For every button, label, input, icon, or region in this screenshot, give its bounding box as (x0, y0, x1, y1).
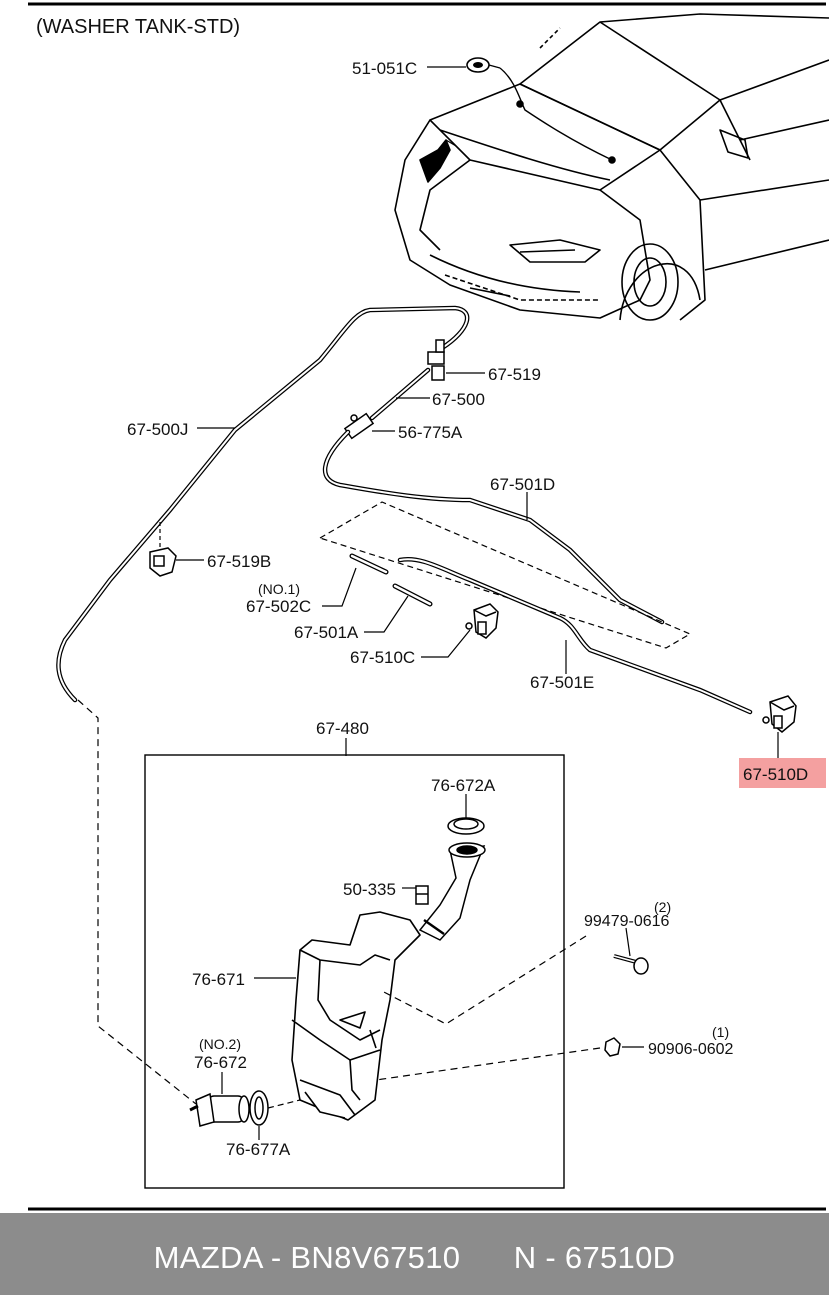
grommet-51-051c-icon (466, 57, 501, 73)
part-label-67-519b: 67-519B (207, 552, 271, 571)
nozzle-assembly-outline (318, 501, 692, 649)
clip-67-519b-icon (149, 547, 177, 577)
tank-assembly-box (144, 754, 565, 1189)
part-label-51-051c: 51-051C (352, 59, 417, 78)
hose-67-500 (369, 367, 431, 421)
hose-67-501d (322, 429, 665, 625)
part-label-76-671: 76-671 (192, 970, 245, 989)
part-label-76-672a: 76-672A (431, 776, 496, 795)
part-label-50-335: 50-335 (343, 880, 396, 899)
grommet-76-677a-icon (249, 1090, 269, 1126)
tank-76-671-icon (291, 911, 421, 1121)
leader-67-502c (322, 567, 357, 607)
part-label-76-677a: 76-677A (226, 1140, 291, 1159)
mount-route-99479 (379, 935, 587, 1025)
hose-67-500j (56, 305, 470, 703)
nozzle-67-510d-icon (762, 695, 797, 733)
part-label-76-672-note: (NO.2) (199, 1036, 241, 1052)
check-valve-56-775a-icon (343, 412, 375, 440)
footer-bar (0, 1213, 829, 1295)
footer-catalog-ref: N - 67510D (513, 1240, 676, 1275)
footer-caption: MAZDA - BN8V67510 N - 67510D (0, 1240, 829, 1276)
footer-brand-part: MAZDA - BN8V67510 (153, 1240, 461, 1275)
part-label-90906-0602: 90906-0602 (648, 1041, 734, 1058)
hose-67-501a (392, 583, 433, 607)
highlight-67-510d (739, 758, 826, 788)
nut-90906-0602-icon (604, 1037, 621, 1057)
cap-76-672a-icon (447, 817, 485, 835)
hose-67-500j-inner (57, 306, 469, 701)
mount-route-90906 (375, 1047, 601, 1081)
part-label-67-500: 67-500 (432, 390, 485, 409)
hose-67-502c (349, 553, 389, 575)
part-label-67-501d: 67-501D (490, 475, 555, 494)
car-illustration (394, 13, 829, 321)
leader-67-510c (421, 629, 471, 658)
part-label-76-672: 76-672 (194, 1053, 247, 1072)
part-label-67-502c-note: (NO.1) (258, 581, 300, 597)
leader-67-501a (364, 595, 409, 633)
nozzle-67-510c-icon (465, 603, 499, 639)
pump-route (267, 1099, 301, 1109)
pump-76-672-icon (189, 1092, 250, 1127)
part-label-67-510c: 67-510C (350, 648, 415, 667)
leader-99479-0616 (625, 927, 631, 957)
bolt-99479-0616-icon (613, 954, 649, 975)
part-label-67-480: 67-480 (316, 719, 369, 738)
part-label-99479-0616: 99479-0616 (584, 913, 670, 930)
part-label-67-502c: 67-502C (246, 597, 311, 616)
part-qty-99479-0616: (2) (654, 899, 671, 915)
part-label-67-501e: 67-501E (530, 673, 594, 692)
hose-67-501e (397, 556, 753, 715)
part-label-67-501a: 67-501A (294, 623, 359, 642)
part-label-67-500j: 67-500J (127, 420, 188, 439)
joint-67-519-icon (427, 339, 445, 381)
filler-neck-icon (418, 842, 486, 941)
diagram-title: (WASHER TANK-STD) (36, 16, 240, 38)
clip-50-335-icon (415, 885, 429, 905)
part-label-67-519: 67-519 (488, 365, 541, 384)
part-label-67-510d: 67-510D (743, 765, 808, 784)
part-qty-90906-0602: (1) (712, 1024, 729, 1040)
part-label-56-775a: 56-775A (398, 423, 463, 442)
hose-route-to-pump (77, 699, 197, 1105)
